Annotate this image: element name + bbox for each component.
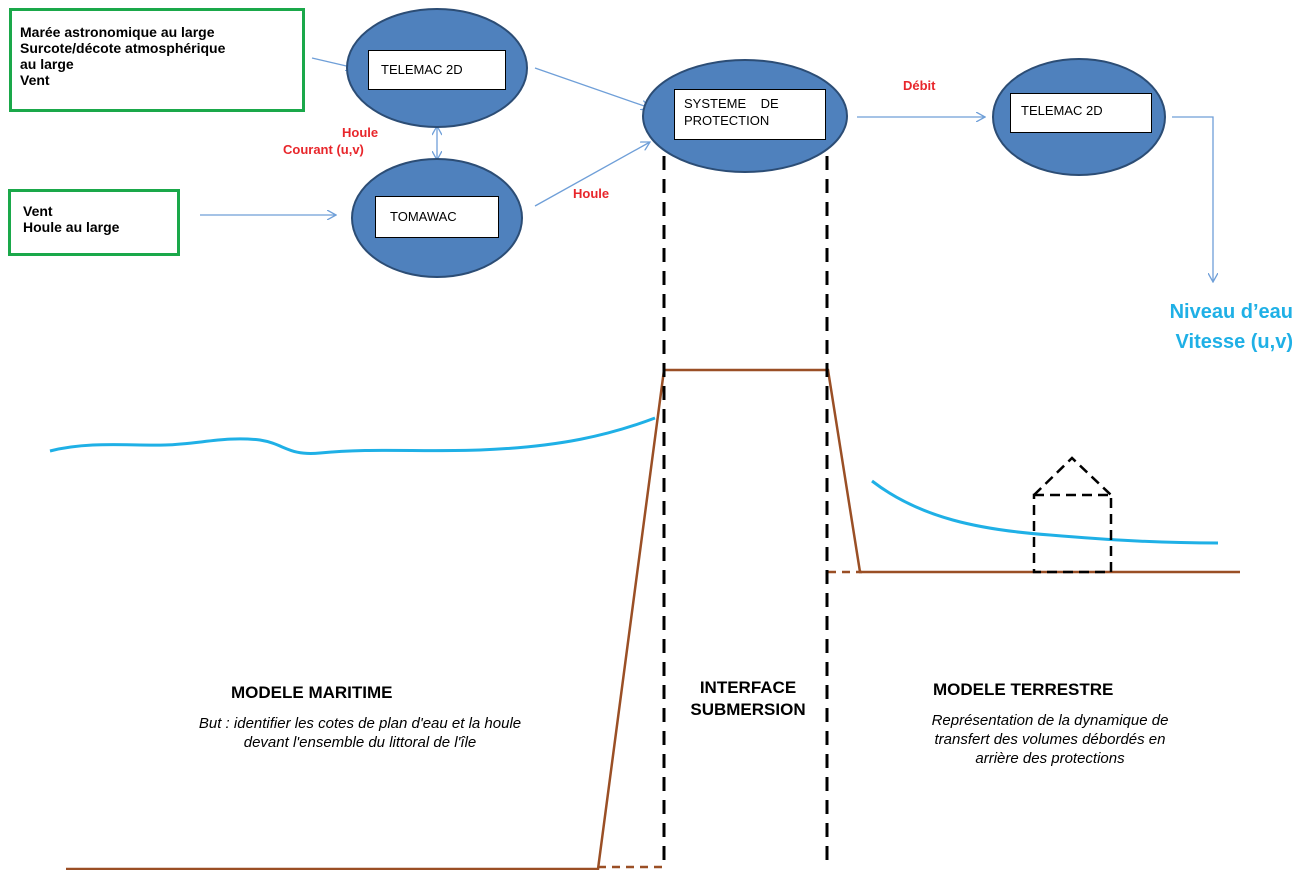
maritime-description-line-1: But : identifier les cotes de plan d'eau… [198,715,522,732]
sea-water-line [49,416,656,455]
coupling-label-wave: Houle [342,125,379,140]
output-velocity: Vitesse (u,v) [1175,331,1293,353]
tomawac-label: TOMAWAC [375,196,499,238]
interface-title: INTERFACE SUBMERSION [668,677,828,721]
wave-input-offshore-swell: Houle au large [23,219,120,235]
terrestre-model-description: Représentation de la dynamique de transf… [880,711,1220,768]
maritime-model-title: MODELE MARITIME [231,683,393,702]
protection-label-line-2: PROTECTION [684,113,770,128]
maritime-input-offshore: au large [20,56,74,72]
telemac-left-label: TELEMAC 2D [368,50,506,90]
maritime-input-wind: Vent [20,72,50,88]
terrain-profile [66,368,1240,870]
protection-label-line-1: SYSTEME DE [684,96,779,111]
interface-title-line-1: INTERFACE [699,678,797,697]
terrestre-description-line-1: Représentation de la dynamique de [931,712,1169,729]
terrestre-description-line-3: arrière des protections [975,750,1125,767]
protection-output-label-flow: Débit [903,78,936,93]
arrow-telemac-right-to-outputs [1172,116,1213,282]
land-water-line [871,479,1219,545]
maritime-input-tide: Marée astronomique au large [20,24,215,40]
coupling-label-current: Courant (u,v) [283,142,364,157]
protection-label: SYSTEME DE PROTECTION [674,89,826,140]
telemac-right-label: TELEMAC 2D [1010,93,1152,133]
tomawac-output-label-wave: Houle [573,186,610,201]
terrestre-description-line-2: transfert des volumes débordés en [934,731,1166,748]
outputs-block: Niveau d’eau Vitesse (u,v) [1170,297,1293,357]
maritime-inputs-box: Marée astronomique au large Surcote/déco… [9,8,305,112]
arrow-tomawac-to-protection [534,142,650,207]
arrow-telemac-to-protection [534,67,650,108]
house-icon [1032,456,1113,574]
terrestre-model-title: MODELE TERRESTRE [933,680,1114,699]
maritime-model-description: But : identifier les cotes de plan d'eau… [140,714,580,752]
interface-title-line-2: SUBMERSION [690,700,806,719]
maritime-description-line-2: devant l'ensemble du littoral de l'île [243,734,477,751]
output-water-level: Niveau d’eau [1169,301,1293,323]
wave-input-wind: Vent [23,203,53,219]
maritime-input-surge: Surcote/décote atmosphérique [20,40,226,56]
wave-inputs-box: Vent Houle au large [8,189,180,256]
